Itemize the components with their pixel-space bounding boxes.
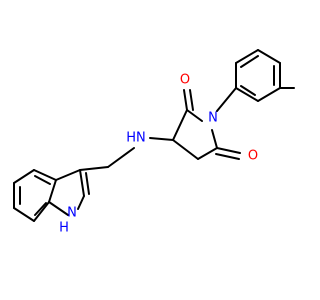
- bond: [183, 89, 188, 111]
- bond: [79, 166, 109, 171]
- bond: [34, 175, 51, 185]
- structure-canvas: Cl O O N HN: [13, 49, 295, 236]
- bond: [34, 202, 47, 216]
- indole-hydrogen-label: H: [59, 221, 69, 236]
- succinimide-ring: [172, 109, 218, 160]
- bond: [13, 207, 35, 222]
- bond: [257, 49, 281, 64]
- bond: [55, 169, 81, 181]
- molecule-group: Cl O O N HN: [13, 49, 295, 236]
- bond: [107, 147, 135, 168]
- bond: [211, 129, 218, 149]
- bond: [197, 147, 218, 160]
- bond: [33, 169, 57, 181]
- bond: [240, 85, 256, 96]
- bond: [149, 137, 174, 141]
- bond: [48, 179, 57, 203]
- bond: [257, 87, 281, 102]
- amine-nh-label: HN: [126, 131, 146, 146]
- bond: [240, 55, 259, 68]
- molecule-diagram: Cl O O N HN: [13, 49, 295, 236]
- indole-nitrogen-label: N: [67, 206, 77, 221]
- bond: [235, 49, 259, 64]
- bond: [216, 87, 237, 112]
- chlorophenyl-ring: [235, 49, 281, 102]
- bond: [85, 172, 90, 195]
- bond: [235, 87, 259, 102]
- carbonyl-oxygen-top-label: O: [180, 73, 190, 88]
- imide-nitrogen-label: N: [208, 111, 218, 126]
- bond: [33, 201, 50, 222]
- bond: [172, 139, 199, 160]
- bond: [172, 109, 188, 141]
- bond: [48, 201, 69, 216]
- bond: [186, 109, 203, 122]
- indole-ring-system: [13, 169, 90, 222]
- carbonyl-oxygen-right-label: O: [248, 149, 258, 164]
- bond: [189, 89, 194, 111]
- bond: [215, 153, 240, 160]
- bond: [77, 195, 85, 210]
- bond: [79, 169, 85, 197]
- bond: [13, 169, 35, 184]
- bond: [216, 147, 241, 154]
